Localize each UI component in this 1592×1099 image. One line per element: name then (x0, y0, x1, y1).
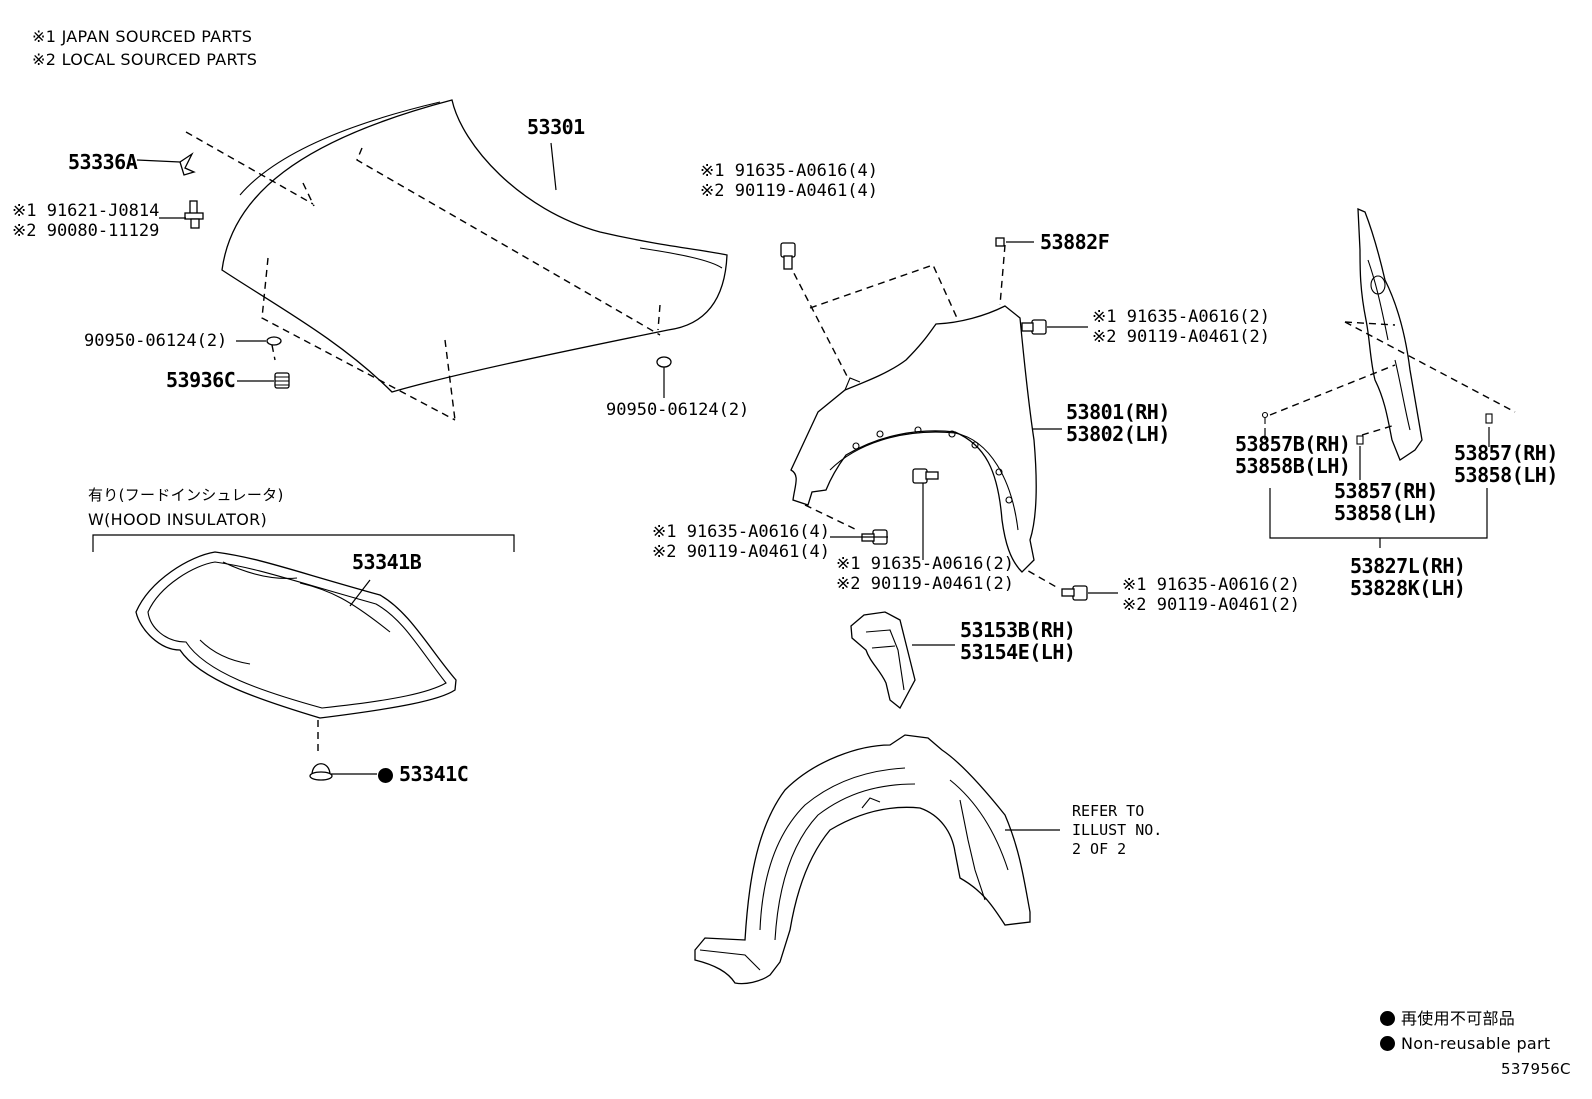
hood-insulator-part (135, 551, 457, 719)
front-fender-part (790, 305, 1037, 573)
label-hinge-cover[interactable]: 53336A (68, 150, 138, 174)
label-insulator[interactable]: 53341B (352, 550, 422, 574)
label-protector-right: 53857(RH) 53858(LH) (1454, 443, 1558, 485)
label-fender-rh[interactable]: 53801(RH) (1066, 400, 1170, 424)
hood-panel (221, 99, 728, 393)
label-hood-bolt: ※1 91621-J0814 ※2 90080-11129 (12, 203, 159, 240)
label-seal-lh[interactable]: 53154E(LH) (960, 640, 1076, 664)
label-protector-center-rh[interactable]: 53857(RH) (1334, 479, 1438, 503)
hood-grommet-right (656, 356, 672, 368)
legend-jp: 再使用不可部品 (1380, 1011, 1515, 1027)
non-reusable-dot-icon (378, 768, 393, 783)
label-fender-bolt-mid: ※1 91635-A0616(2) ※2 90119-A0461(2) (836, 556, 1014, 593)
protector-dashed-guides (1269, 321, 1516, 436)
legend-dot-icon (1380, 1011, 1395, 1026)
hood-dashed-guides (185, 131, 661, 421)
fender-clip-part (995, 237, 1005, 247)
legend-jp-text: 再使用不可部品 (1401, 1009, 1516, 1028)
label-fender-bolt-top-local[interactable]: ※2 90119-A0461(4) (700, 181, 879, 201)
label-protector-assy-lh[interactable]: 53828K(LH) (1350, 576, 1466, 600)
fender-bolt-low-right (1061, 585, 1088, 601)
label-fender-bolt-mid-local[interactable]: ※2 90119-A0461(2) (836, 574, 1015, 594)
label-protector-right-lh[interactable]: 53858(LH) (1454, 463, 1558, 487)
label-seal: 53153B(RH) 53154E(LH) (960, 618, 1076, 664)
fender-seal-part (850, 611, 916, 709)
illustration-id: 537956C (1501, 1060, 1571, 1078)
hinge-cover-part (179, 152, 196, 176)
legend-dot-icon (1380, 1036, 1395, 1051)
legend-en-text: Non-reusable part (1401, 1034, 1551, 1053)
label-fender-bolt-low-right: ※1 91635-A0616(2) ※2 90119-A0461(2) (1122, 577, 1300, 614)
label-protector-center: 53857(RH) 53858(LH) (1334, 481, 1438, 523)
refer-line-2[interactable]: ILLUST NO. (1072, 821, 1163, 839)
fender-bolt-top (780, 242, 796, 270)
label-hood[interactable]: 53301 (527, 115, 585, 139)
fender-liner-part (694, 734, 1031, 985)
label-fender: 53801(RH) 53802(LH) (1066, 402, 1170, 444)
fender-protector-part (1357, 207, 1423, 461)
protector-clips (1261, 411, 1493, 445)
label-fender-bolt-right-local[interactable]: ※2 90119-A0461(2) (1092, 327, 1271, 347)
refer-line-3: 2 OF 2 (1072, 840, 1127, 858)
label-protector-left-lh[interactable]: 53858B(LH) (1235, 454, 1351, 478)
protector-group-bracket (1269, 488, 1488, 539)
label-fender-bolt-low-left: ※1 91635-A0616(4) ※2 90119-A0461(4) (652, 524, 830, 561)
fender-dashed-guides (782, 244, 1059, 589)
label-fender-bolt-top-jp[interactable]: ※1 91635-A0616(4) (700, 161, 879, 181)
insulator-title-en: W(HOOD INSULATOR) (88, 510, 268, 529)
label-protector-assy-rh[interactable]: 53827L(RH) (1350, 554, 1466, 578)
label-insulator-clip-text: 53341C (399, 762, 469, 786)
label-hood-bolt-local[interactable]: ※2 90080-11129 (12, 221, 160, 241)
label-protector-center-lh[interactable]: 53858(LH) (1334, 501, 1438, 525)
label-fender-bolt-low-left-local[interactable]: ※2 90119-A0461(4) (652, 542, 831, 562)
insulator-bracket (92, 534, 515, 552)
label-fender-bolt-mid-jp[interactable]: ※1 91635-A0616(2) (836, 554, 1015, 574)
label-grommet-left[interactable]: 90950-06124(2) (84, 331, 228, 351)
label-hood-bolt-jp[interactable]: ※1 91621-J0814 (12, 201, 160, 221)
note-local-sourced: ※2 LOCAL SOURCED PARTS (32, 50, 258, 69)
label-fender-bolt-low-right-local[interactable]: ※2 90119-A0461(2) (1122, 595, 1301, 615)
label-fender-bolt-right: ※1 91635-A0616(2) ※2 90119-A0461(2) (1092, 309, 1270, 346)
label-fender-lh[interactable]: 53802(LH) (1066, 422, 1170, 446)
insulator-clip-part (309, 763, 333, 781)
label-protector-assy: 53827L(RH) 53828K(LH) (1350, 554, 1466, 600)
label-fender-bolt-right-jp[interactable]: ※1 91635-A0616(2) (1092, 307, 1271, 327)
label-liner-refer: REFER TO ILLUST NO. 2 OF 2 (1072, 804, 1162, 857)
label-protector-left-rh[interactable]: 53857B(RH) (1235, 432, 1351, 456)
label-fender-bolt-low-right-jp[interactable]: ※1 91635-A0616(2) (1122, 575, 1301, 595)
label-insulator-clip[interactable]: 53341C (378, 762, 469, 786)
label-protector-left: 53857B(RH) 53858B(LH) (1235, 432, 1351, 478)
refer-line-1: REFER TO (1072, 802, 1145, 820)
label-protector-right-rh[interactable]: 53857(RH) (1454, 441, 1558, 465)
hood-bolt-part (184, 200, 204, 229)
label-grommet-right[interactable]: 90950-06124(2) (606, 400, 750, 420)
label-fender-bolt-top: ※1 91635-A0616(4) ※2 90119-A0461(4) (700, 163, 878, 200)
hood-grommet-left (266, 336, 282, 346)
fender-bolt-right (1021, 319, 1047, 335)
label-fender-bolt-low-left-jp[interactable]: ※1 91635-A0616(4) (652, 522, 831, 542)
label-fender-clip[interactable]: 53882F (1040, 230, 1110, 254)
note-japan-sourced: ※1 JAPAN SOURCED PARTS (32, 27, 253, 46)
fender-bolt-mid (912, 468, 939, 484)
label-seal-rh[interactable]: 53153B(RH) (960, 618, 1076, 642)
label-cushion[interactable]: 53936C (166, 368, 236, 392)
legend-en: Non-reusable part (1380, 1036, 1550, 1052)
insulator-title-jp: 有り(フードインシュレータ) (88, 486, 284, 504)
hood-cushion-part (274, 372, 290, 389)
